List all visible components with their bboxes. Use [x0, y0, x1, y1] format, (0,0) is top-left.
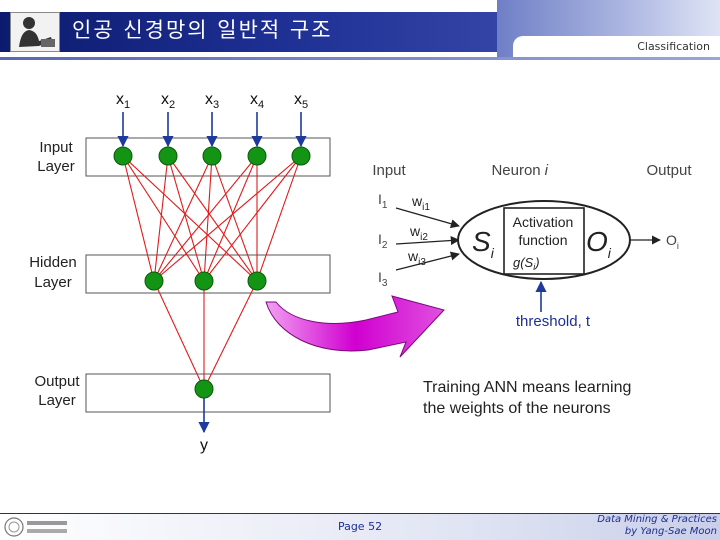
credit-line-1: Data Mining & Practices: [597, 514, 717, 525]
footer-credit: Data Mining & Practices by Yang-Sae Moon: [597, 514, 717, 538]
university-seal-icon: [4, 517, 67, 537]
input-label-x2: x2: [161, 91, 175, 111]
output-layer-label-1: Output: [34, 373, 80, 390]
presenter-logo: [10, 12, 60, 52]
caption-line-2: the weights of the neurons: [423, 400, 611, 417]
output-layer-label-2: Layer: [38, 392, 76, 409]
input-hidden-edges: [122, 155, 302, 282]
hidden-nodes: [144, 271, 267, 291]
section-label: Classification: [637, 40, 710, 53]
neuron-input-heading: Input: [372, 162, 406, 179]
neuron-input-i1: I1: [378, 191, 388, 211]
input-node: [202, 146, 222, 166]
header-bar: [0, 12, 497, 52]
edge: [203, 155, 258, 282]
hidden-layer-label-1: Hidden: [29, 254, 77, 271]
university-logo: [3, 516, 71, 538]
activation-formula: g(Si): [513, 255, 540, 272]
edge: [153, 155, 213, 282]
threshold-label: threshold, t: [516, 313, 591, 330]
weight-wi1: wi1: [411, 193, 430, 213]
activation-label-1: Activation: [513, 214, 574, 230]
header-underline: [0, 57, 720, 60]
input-node: [113, 146, 133, 166]
input-label-x4: x4: [250, 91, 264, 111]
footer-band: [0, 514, 720, 540]
edge: [167, 155, 258, 282]
edge: [153, 155, 169, 282]
output-node: [194, 379, 214, 399]
output-layer-box: [85, 373, 331, 413]
caption-line-1: Training ANN means learning: [423, 379, 631, 396]
edge: [256, 155, 302, 282]
input-label-x3: x3: [205, 91, 219, 111]
output-label-y: y: [200, 437, 208, 454]
section-tab: [513, 36, 720, 58]
weight-wi3: wi3: [407, 248, 426, 268]
input-node: [291, 146, 311, 166]
input-nodes: [113, 146, 311, 166]
hidden-layer-label-2: Layer: [34, 274, 72, 291]
footer-line: [0, 513, 720, 514]
edge: [153, 155, 258, 282]
edge: [167, 155, 205, 282]
edge: [153, 155, 302, 282]
hidden-node: [247, 271, 267, 291]
page-title: 인공 신경망의 일반적 구조: [72, 18, 333, 42]
weight-arrow: [395, 235, 460, 246]
hidden-layer-box: [85, 254, 331, 294]
input-layer-label-2: Layer: [37, 158, 75, 175]
output-symbol: Oi: [586, 226, 612, 261]
credit-line-2: by Yang-Sae Moon: [624, 526, 717, 537]
neuron-output-oi: Oi: [666, 232, 679, 251]
neuron-input-i3: I3: [378, 269, 388, 289]
edge: [122, 155, 258, 282]
hidden-output-edges: [153, 280, 258, 390]
page-number: Page 52: [337, 520, 383, 533]
input-layer-label-1: Input: [39, 139, 73, 156]
edge: [203, 155, 302, 282]
edge: [211, 155, 258, 282]
hidden-node: [144, 271, 164, 291]
sum-symbol: Si: [472, 226, 495, 261]
weight-wi2: wi2: [409, 223, 428, 243]
activation-label-2: function: [518, 232, 567, 248]
neuron-input-i2: I2: [378, 231, 388, 251]
neuron-output-heading: Output: [646, 162, 692, 179]
edge: [153, 280, 205, 390]
magenta-curved-arrow: [265, 295, 445, 358]
input-label-x5: x5: [294, 91, 308, 111]
hidden-node: [194, 271, 214, 291]
presenter-icon: [19, 17, 55, 47]
weight-arrow: [395, 251, 460, 271]
input-node: [247, 146, 267, 166]
edge: [122, 155, 205, 282]
edge: [203, 155, 213, 282]
weight-arrow: [395, 207, 460, 229]
input-label-x1: x1: [116, 91, 130, 111]
input-arrows: [117, 112, 307, 148]
input-node: [158, 146, 178, 166]
edge: [203, 280, 258, 390]
activation-box: [503, 207, 585, 275]
edge: [122, 155, 155, 282]
